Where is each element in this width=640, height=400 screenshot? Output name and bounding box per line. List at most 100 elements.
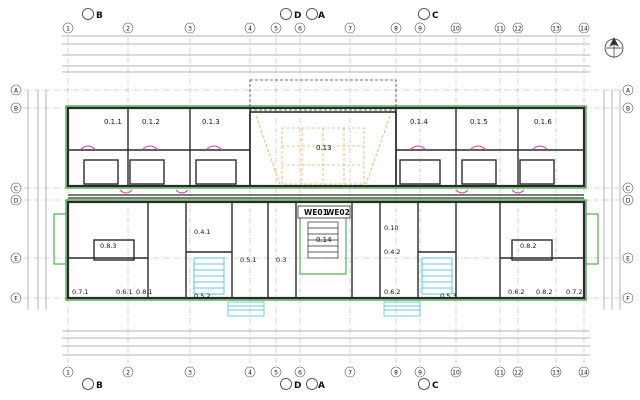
axis-bubble-label: 1 bbox=[66, 369, 70, 376]
stairs-right bbox=[421, 257, 453, 295]
axis-bubble-top: 7 bbox=[344, 22, 356, 34]
axis-bubble-bottom: 2 bbox=[122, 366, 134, 378]
section-marker-c-bottom: C bbox=[418, 378, 439, 391]
axis-bubble-top: 5 bbox=[270, 22, 282, 34]
section-label: C bbox=[432, 11, 439, 21]
axis-bubble-label: C bbox=[14, 185, 18, 192]
axis-bubble-label: 1 bbox=[66, 25, 70, 32]
axis-bubble-label: E bbox=[14, 255, 18, 262]
axis-bubble-label: 12 bbox=[514, 369, 522, 376]
axis-bubble-top: 8 bbox=[390, 22, 402, 34]
axis-bubble-top: 14 bbox=[578, 22, 590, 34]
axis-bubble-label: E bbox=[626, 255, 630, 262]
axis-bubble-label: 6 bbox=[298, 25, 302, 32]
south-partitions bbox=[68, 202, 584, 298]
room-label: 0.1.1 bbox=[104, 118, 122, 126]
axis-bubble-bottom: 9 bbox=[414, 366, 426, 378]
axis-bubble-label: A bbox=[14, 87, 19, 94]
section-label: A bbox=[318, 381, 325, 391]
room-label: 0.10 bbox=[384, 224, 398, 232]
axis-bubble-label: 4 bbox=[248, 25, 252, 32]
unit-label-we01: WE01 bbox=[304, 208, 328, 217]
axis-bubble-label: F bbox=[14, 295, 18, 302]
axis-bubble-top: 6 bbox=[294, 22, 306, 34]
room-label: 0.1.4 bbox=[410, 118, 428, 126]
axis-bubble-label: 2 bbox=[126, 25, 130, 32]
section-marker-b-top: B bbox=[82, 8, 103, 21]
axis-bubble-label: 11 bbox=[496, 25, 504, 32]
stairs-left bbox=[193, 257, 225, 295]
axis-bubble-bottom: 1 bbox=[62, 366, 74, 378]
room-label: 0.4.2 bbox=[384, 248, 401, 256]
axis-bubble-label: 7 bbox=[348, 25, 352, 32]
axis-bubble-label: 10 bbox=[452, 369, 460, 376]
room-label: 0.14 bbox=[316, 236, 332, 244]
section-label: C bbox=[432, 381, 439, 391]
axis-bubble-bottom: 12 bbox=[512, 366, 524, 378]
axis-bubble-right: F bbox=[622, 292, 634, 304]
section-marker-b-bottom: B bbox=[82, 378, 103, 391]
axis-bubble-right: C bbox=[622, 182, 634, 194]
section-marker-a-bottom: A bbox=[306, 378, 325, 391]
axis-bubble-top: 4 bbox=[244, 22, 256, 34]
axis-bubble-label: C bbox=[626, 185, 630, 192]
room-label: 0.3 bbox=[276, 256, 286, 264]
axis-bubble-label: 2 bbox=[126, 369, 130, 376]
axis-bubble-label: 7 bbox=[348, 369, 352, 376]
axis-bubble-left: F bbox=[10, 292, 22, 304]
axis-bubble-top: 13 bbox=[550, 22, 562, 34]
axis-bubble-top: 9 bbox=[414, 22, 426, 34]
dimension-lines bbox=[27, 35, 621, 356]
section-label: B bbox=[96, 381, 103, 391]
axis-bubble-label: 8 bbox=[394, 369, 398, 376]
axis-bubble-top: 1 bbox=[62, 22, 74, 34]
axis-bubble-label: 14 bbox=[580, 25, 588, 32]
axis-bubble-top: 11 bbox=[494, 22, 506, 34]
axis-bubble-label: 6 bbox=[298, 369, 302, 376]
axis-bubble-label: F bbox=[626, 295, 630, 302]
axis-bubble-bottom: 10 bbox=[450, 366, 462, 378]
axis-bubble-bottom: 8 bbox=[390, 366, 402, 378]
axis-bubble-label: 5 bbox=[274, 25, 278, 32]
room-label: 0.1.6 bbox=[534, 118, 552, 126]
section-marker-a-top: A bbox=[306, 8, 325, 21]
room-label: 0.5.1 bbox=[240, 256, 257, 264]
axis-bubble-left: B bbox=[10, 102, 22, 114]
north-arrow-icon bbox=[604, 37, 624, 58]
room-label: 0.13 bbox=[316, 144, 332, 152]
axis-bubble-label: 14 bbox=[580, 369, 588, 376]
axis-bubble-label: 8 bbox=[394, 25, 398, 32]
room-label: 0.6.1 bbox=[116, 288, 133, 296]
room-label: 0.1.5 bbox=[470, 118, 488, 126]
axis-bubble-right: B bbox=[622, 102, 634, 114]
room-label: 0.8.2 bbox=[520, 242, 537, 250]
axis-bubble-top: 2 bbox=[122, 22, 134, 34]
section-label: B bbox=[96, 11, 103, 21]
axis-bubble-bottom: 5 bbox=[270, 366, 282, 378]
axis-bubble-bottom: 7 bbox=[344, 366, 356, 378]
axis-bubble-top: 12 bbox=[512, 22, 524, 34]
room-label: 0.8.1 bbox=[136, 288, 153, 296]
axis-bubble-bottom: 6 bbox=[294, 366, 306, 378]
axis-bubble-right: E bbox=[622, 252, 634, 264]
section-marker-d-bottom: D bbox=[280, 378, 301, 391]
room-label: 0.7.2 bbox=[566, 288, 583, 296]
room-label: 0.6.2 bbox=[384, 288, 401, 296]
door-markers bbox=[79, 145, 549, 194]
axis-bubble-top: 3 bbox=[184, 22, 196, 34]
axis-bubble-label: B bbox=[14, 105, 18, 112]
axis-bubble-label: 4 bbox=[248, 369, 252, 376]
room-label: 0.8.2 bbox=[536, 288, 553, 296]
axis-bubble-right: A bbox=[622, 84, 634, 96]
axis-bubble-right: D bbox=[622, 194, 634, 206]
axis-bubble-label: 10 bbox=[452, 25, 460, 32]
axis-bubble-left: A bbox=[10, 84, 22, 96]
room-label: 0.8.3 bbox=[100, 242, 117, 250]
entry-steps bbox=[227, 301, 421, 317]
axis-bubble-label: 13 bbox=[552, 25, 560, 32]
building-outline bbox=[65, 79, 587, 301]
section-label: A bbox=[318, 11, 325, 21]
